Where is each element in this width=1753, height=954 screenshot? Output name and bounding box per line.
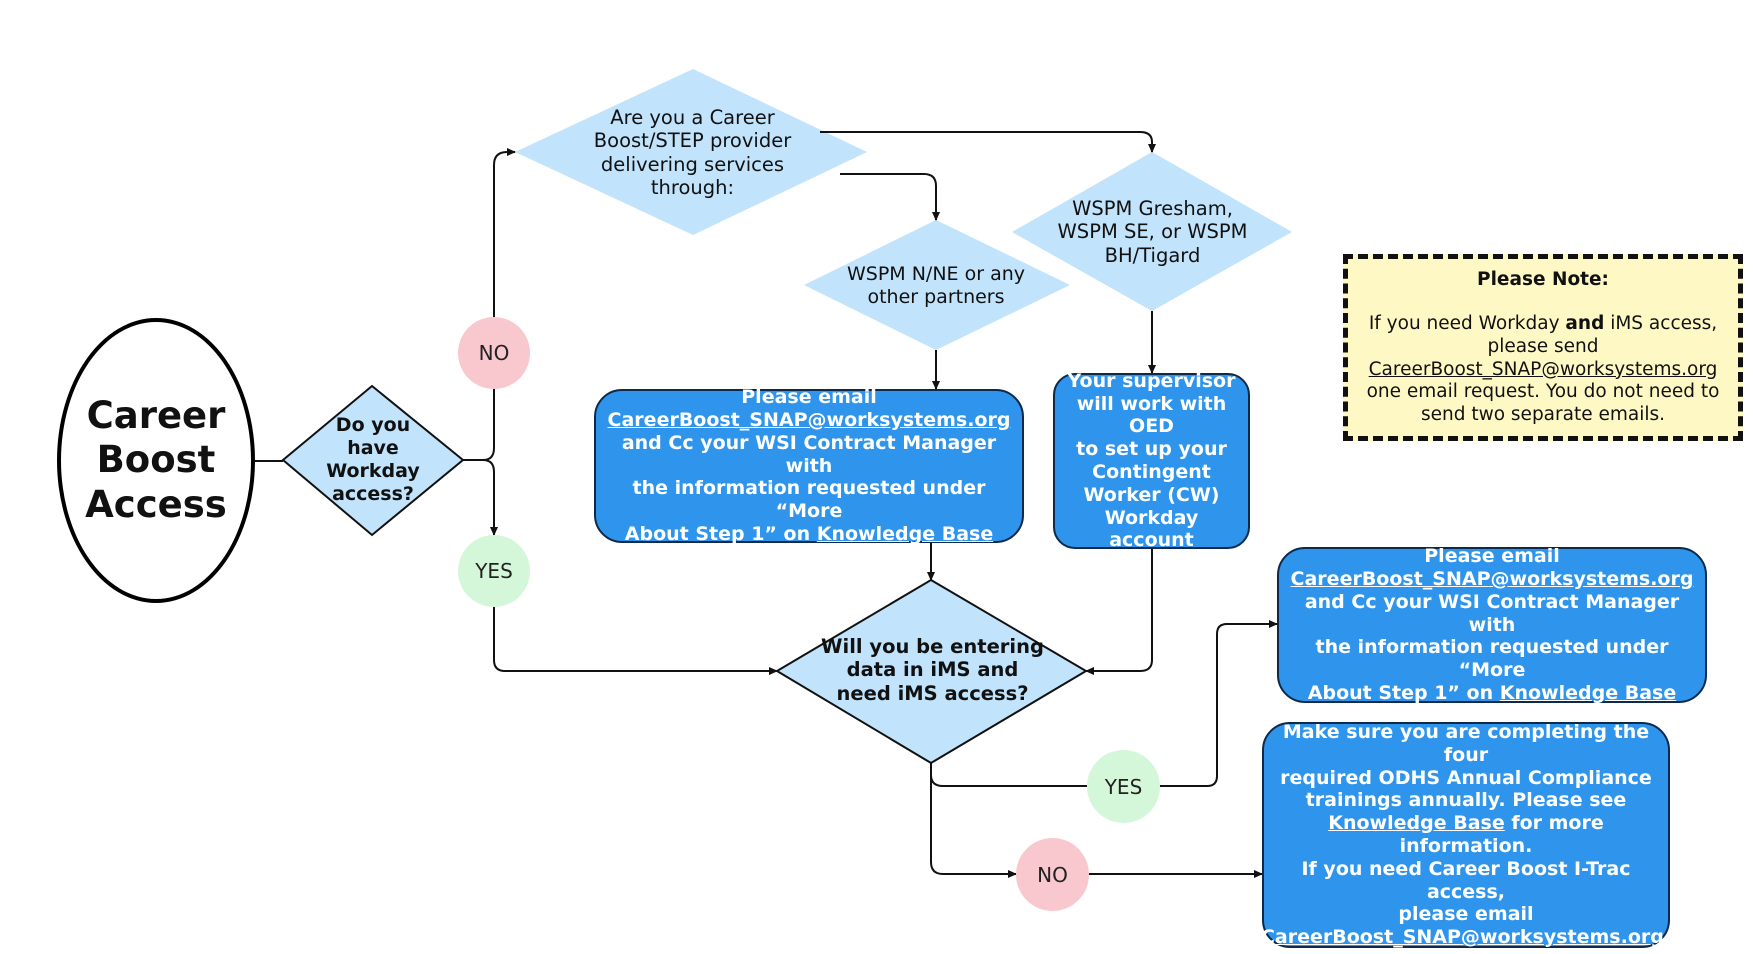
label-yes-ims: YES: [1087, 750, 1160, 823]
label-text: NO: [1037, 862, 1068, 887]
edge-yes-to-right-email: [1160, 620, 1278, 787]
edge-provider-to-nne: [840, 173, 940, 221]
email-link[interactable]: CareerBoost_SNAP@worksystems.org: [1368, 358, 1718, 380]
edge-to-yes-label: [482, 459, 498, 536]
question-line: Are you a Career: [610, 105, 775, 129]
question-line: data in iMS and: [846, 658, 1019, 682]
box-line: Knowledge Base for more information.: [1270, 812, 1662, 858]
box-line: Please email: [1424, 545, 1560, 568]
question-line: Do you: [335, 414, 411, 437]
question-line: need iMS access?: [836, 681, 1029, 705]
box-text: About Step 1” on: [624, 523, 811, 545]
note-line: one email request. You do not need to: [1366, 381, 1720, 403]
box-line: the information requested under “More: [632, 477, 986, 523]
option-line: WSPM N/NE or any: [846, 263, 1025, 286]
title-line: Boost: [96, 438, 216, 482]
box-line: to set up your: [1076, 438, 1227, 461]
edge-to-no-label: [482, 385, 495, 461]
box-line: and Cc your WSI Contract Manager with: [621, 431, 997, 477]
box-line: the information requested under “More: [1315, 636, 1669, 682]
label-no-ims: NO: [1016, 838, 1089, 911]
question-line: delivering services: [600, 152, 785, 176]
box-line: If you need Career Boost I-Trac access,: [1301, 857, 1631, 903]
title-line: Career: [86, 393, 226, 437]
note-line: send two separate emails.: [1420, 403, 1666, 425]
question-line: access?: [332, 482, 414, 505]
question-provider: Are you a Career Boost/STEP provider del…: [555, 100, 830, 205]
box-line: CareerBoost_SNAP@worksystems.org.: [1261, 926, 1671, 949]
option-wspm-gresham: WSPM Gresham, WSPM SE, or WSPM BH/Tigard: [1040, 192, 1265, 272]
option-wspm-nne: WSPM N/NE or any other partners: [830, 258, 1042, 314]
option-line: WSPM Gresham,: [1072, 196, 1233, 220]
knowledge-base-link[interactable]: Knowledge Base: [1499, 682, 1677, 704]
label-text: YES: [475, 559, 513, 583]
question-line: through:: [650, 175, 735, 199]
option-line: BH/Tigard: [1104, 243, 1201, 267]
box-line: Worker (CW): [1083, 483, 1220, 506]
box-line: About Step 1” on Knowledge Base: [1308, 682, 1676, 705]
compliance-box: Make sure you are completing the four re…: [1261, 721, 1671, 949]
title-line: Access: [85, 482, 227, 526]
box-line: please email: [1398, 903, 1534, 926]
connectors: [255, 131, 1278, 878]
supervisor-box: Your supervisor will work with OED to se…: [1053, 369, 1250, 551]
question-line: Workday: [326, 460, 420, 482]
label-no-workday: NO: [458, 317, 530, 389]
knowledge-base-link[interactable]: Knowledge Base: [1328, 812, 1505, 835]
label-text: YES: [1104, 774, 1143, 799]
email-link[interactable]: CareerBoost_SNAP@worksystems.org: [1290, 568, 1694, 591]
question-line: have: [347, 437, 399, 460]
note-emphasis: and: [1565, 313, 1605, 335]
edge-provider-to-gresham: [820, 131, 1156, 153]
diamond-shapes: [281, 69, 1292, 765]
email-instruction-box-right: Please email CareerBoost_SNAP@worksystem…: [1277, 545, 1707, 705]
note-line: please send: [1487, 335, 1599, 357]
email-instruction-box: Please email CareerBoost_SNAP@worksystem…: [594, 386, 1024, 546]
question-line: Will you be entering: [821, 634, 1044, 658]
box-line: trainings annually. Please see: [1305, 789, 1627, 812]
edge-ims-to-no-label: [930, 763, 1017, 878]
box-line: About Step 1” on Knowledge Base: [625, 523, 993, 546]
label-text: NO: [478, 341, 510, 365]
note-text: If you need Workday: [1368, 313, 1566, 335]
box-line: required ODHS Annual Compliance: [1280, 766, 1652, 789]
box-line: Your supervisor: [1067, 369, 1236, 392]
diamond-provider: [515, 69, 867, 235]
email-link[interactable]: CareerBoost_SNAP@worksystems.org: [1260, 926, 1664, 949]
box-line: Contingent: [1092, 461, 1211, 483]
edge-supervisor-to-ims: [1085, 549, 1153, 675]
question-ims: Will you be entering data in iMS and nee…: [815, 628, 1050, 712]
box-line: will work with OED: [1076, 392, 1227, 438]
edge-yes-to-ims: [493, 607, 778, 675]
question-line: Boost/STEP provider: [593, 129, 792, 153]
please-note-box: Please Note: If you need Workday and iMS…: [1343, 254, 1743, 441]
option-line: other partners: [867, 286, 1005, 308]
note-text: iMS access,: [1604, 313, 1718, 335]
box-line: Make sure you are completing the four: [1282, 721, 1650, 766]
diamond-nne: [804, 220, 1070, 350]
diamond-gresham: [1012, 152, 1292, 311]
email-link[interactable]: CareerBoost_SNAP@worksystems.org: [607, 409, 1011, 432]
title-oval: Career Boost Access: [57, 318, 255, 603]
edge-ims-to-yes-label: [930, 763, 1087, 787]
note-title: Please Note:: [1477, 268, 1609, 290]
diamond-workday: [281, 384, 465, 537]
knowledge-base-link[interactable]: Knowledge Base: [816, 523, 994, 545]
box-text: About Step 1” on: [1307, 682, 1494, 704]
option-line: WSPM SE, or WSPM: [1057, 220, 1248, 244]
box-line: Please email: [741, 386, 877, 409]
note-line: If you need Workday and iMS access,: [1369, 313, 1717, 336]
box-text: .: [1663, 926, 1672, 949]
box-text: for more information.: [1399, 812, 1604, 857]
box-line: Workday account: [1104, 506, 1199, 552]
question-workday: Do you have Workday access?: [298, 400, 448, 520]
label-yes-workday: YES: [458, 535, 530, 607]
edge-no-to-provider: [493, 148, 516, 317]
box-line: and Cc your WSI Contract Manager with: [1304, 590, 1680, 636]
